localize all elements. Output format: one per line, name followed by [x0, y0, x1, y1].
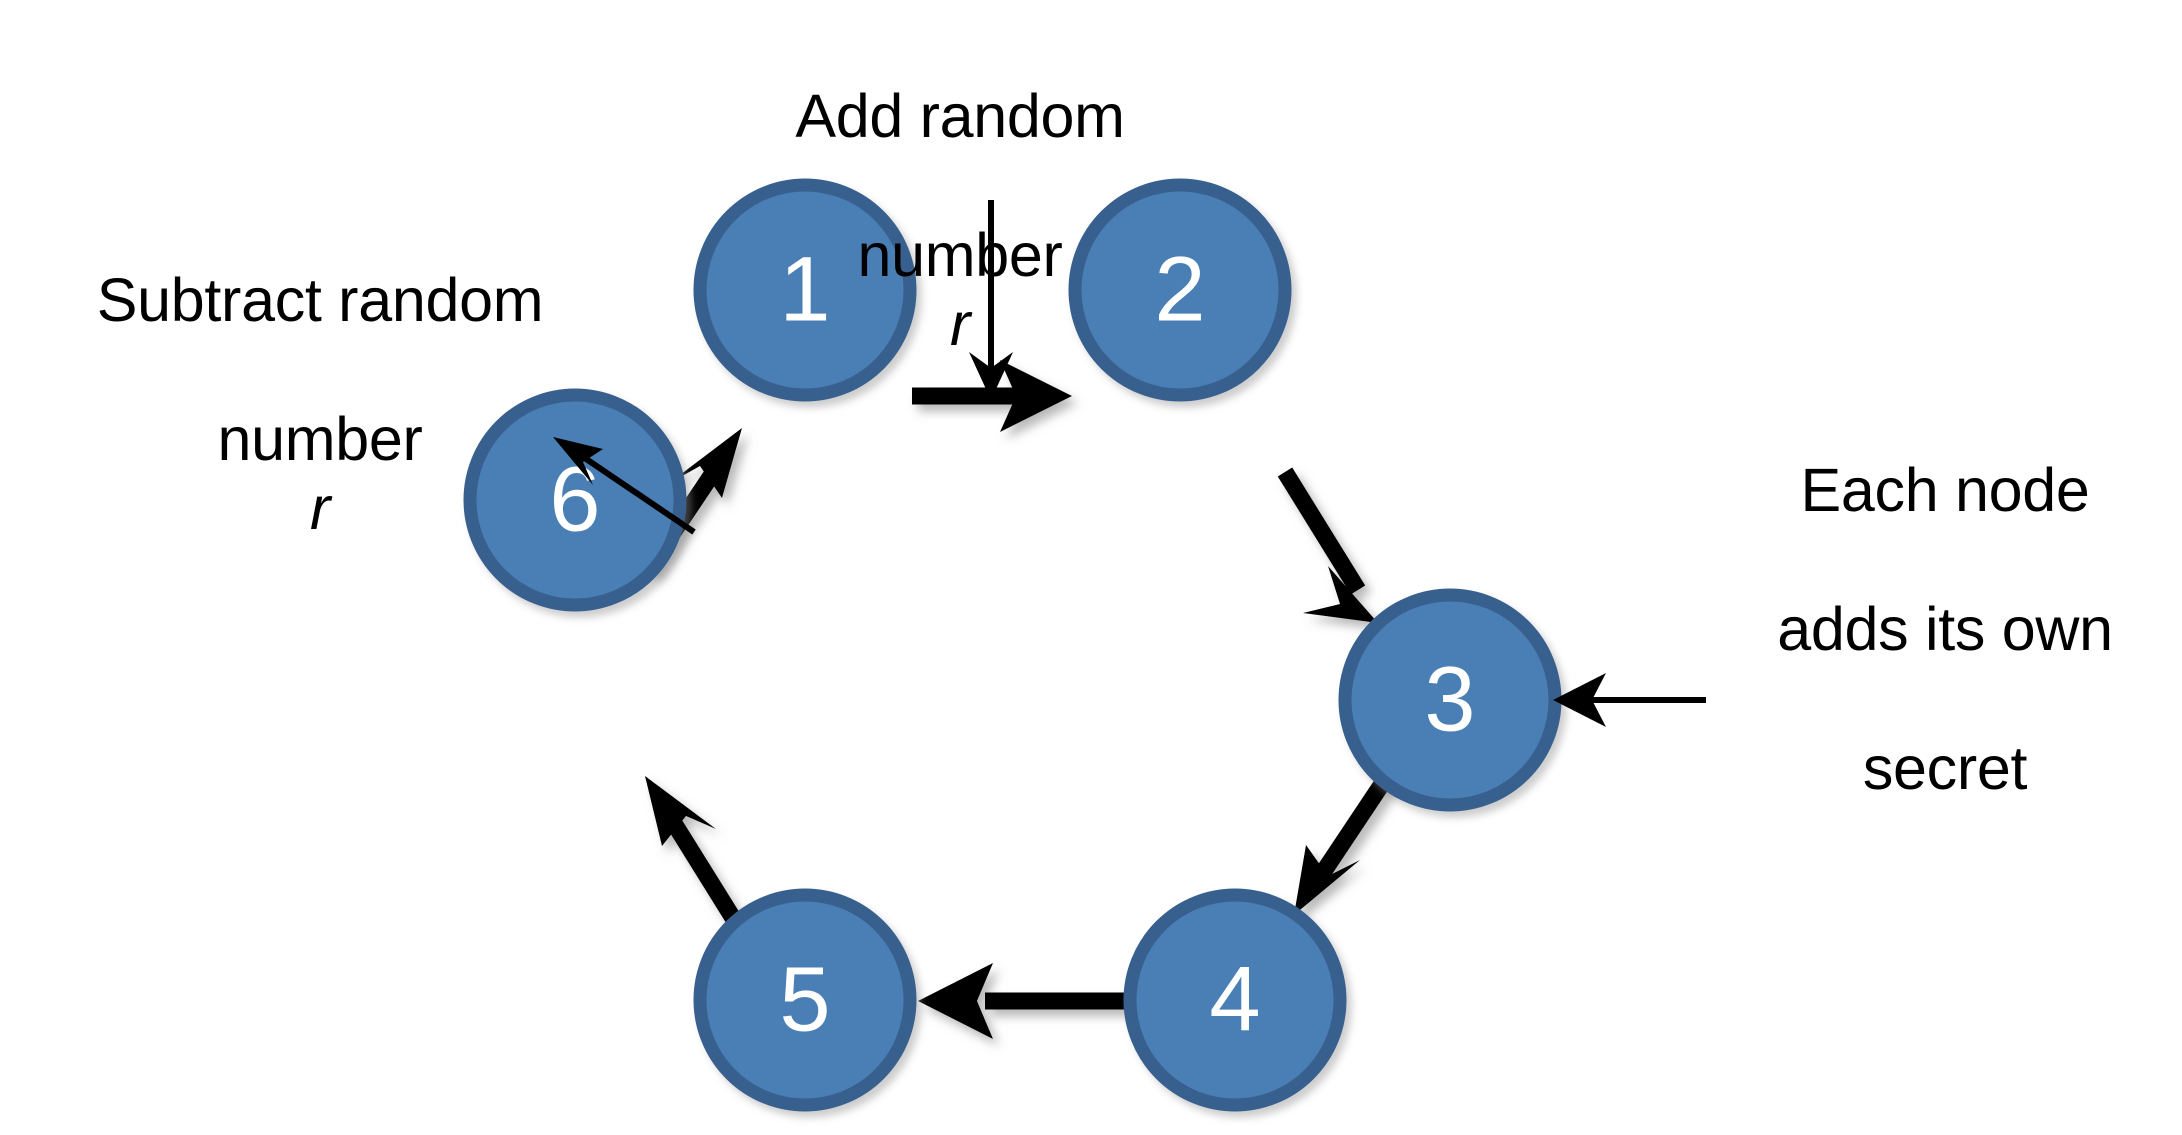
node-1[interactable]: 1 — [693, 178, 917, 402]
callout-node-secret-label: Each node adds its own secret — [1720, 386, 2170, 803]
node-6[interactable]: 6 — [463, 388, 687, 612]
callout-add-random-label: Add random number r — [740, 12, 1180, 360]
callout-arrow-subtract-random — [553, 437, 696, 535]
callout-secret-line3: secret — [1862, 733, 2028, 802]
edge-arrow-5-to-6 — [645, 776, 741, 923]
node-1-label: 1 — [779, 238, 830, 340]
edge-arrow-1-to-2 — [912, 360, 1072, 432]
node-3-label: 3 — [1424, 648, 1475, 750]
node-4[interactable]: 4 — [1123, 888, 1347, 1112]
callout-subtract-italic-r: r — [309, 474, 330, 543]
callout-add-italic-r: r — [949, 290, 970, 359]
edge-arrow-2-to-3 — [1277, 467, 1378, 623]
callout-subtract-random-label: Subtract random number r — [10, 196, 630, 544]
node-5[interactable]: 5 — [693, 888, 917, 1112]
node-5-label: 5 — [779, 948, 830, 1050]
node-2[interactable]: 2 — [1068, 178, 1292, 402]
callout-arrow-add-random — [969, 200, 1013, 400]
callout-add-line2: number — [857, 220, 1063, 289]
callout-arrow-node-secret — [1553, 673, 1706, 727]
edge-arrow-4-to-5 — [918, 963, 1128, 1039]
node-3[interactable]: 3 — [1338, 588, 1562, 812]
callout-secret-line1: Each node — [1800, 455, 2090, 524]
node-4-label: 4 — [1209, 948, 1260, 1050]
edge-arrow-3-to-4 — [1294, 767, 1398, 915]
callout-secret-line2: adds its own — [1777, 594, 2113, 663]
node-2-label: 2 — [1154, 238, 1205, 340]
callout-subtract-line1: Subtract random — [96, 265, 544, 334]
callout-subtract-line2: number — [217, 404, 423, 473]
callout-add-line1: Add random — [795, 81, 1125, 150]
